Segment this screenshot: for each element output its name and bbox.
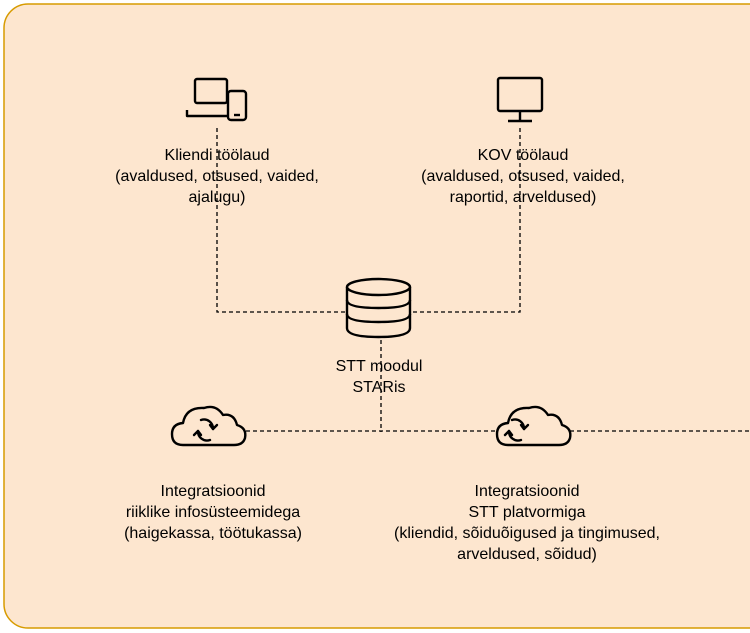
label-line: Integratsioonid [160,483,266,500]
state-integrations-label: Integratsioonid riiklike infosüsteemideg… [124,481,302,544]
label-line: ajalugu) [188,189,246,206]
label-line: STT platvormiga [468,504,586,521]
label-line: Integratsioonid [474,483,580,500]
client-desktop-label: Kliendi töölaud (avaldused, otsused, vai… [115,145,319,208]
label-line: (kliendid, sõiduõigused ja tingimused, [394,525,660,542]
label-line: (avaldused, otsused, vaided, [421,168,625,185]
label-line: (haigekassa, töötukassa) [124,525,302,542]
kov-desktop-label: KOV töölaud (avaldused, otsused, vaided,… [421,145,625,208]
cloud-sync-icon [495,405,572,447]
label-line: riiklike infosüsteemidega [125,504,301,521]
platform-integrations-label: Integratsioonid STT platvormiga (kliendi… [394,481,660,565]
label-line: arveldused, sõidud) [457,546,597,563]
laptop-and-phone-icon [185,77,248,122]
connector-kov-to-db [411,128,521,313]
label-line: Kliendi töölaud [164,147,270,164]
label-line: STARis [352,379,406,396]
database-icon [345,277,412,339]
stt-module-label: STT moodul STARis [336,356,423,398]
label-line: (avaldused, otsused, vaided, [115,168,319,185]
cloud-sync-icon [170,405,247,447]
monitor-icon [496,76,544,123]
label-line: STT moodul [335,358,423,375]
connector-client-to-db [216,128,346,313]
label-line: KOV töölaud [477,147,569,164]
label-line: raportid, arveldused) [449,189,597,206]
